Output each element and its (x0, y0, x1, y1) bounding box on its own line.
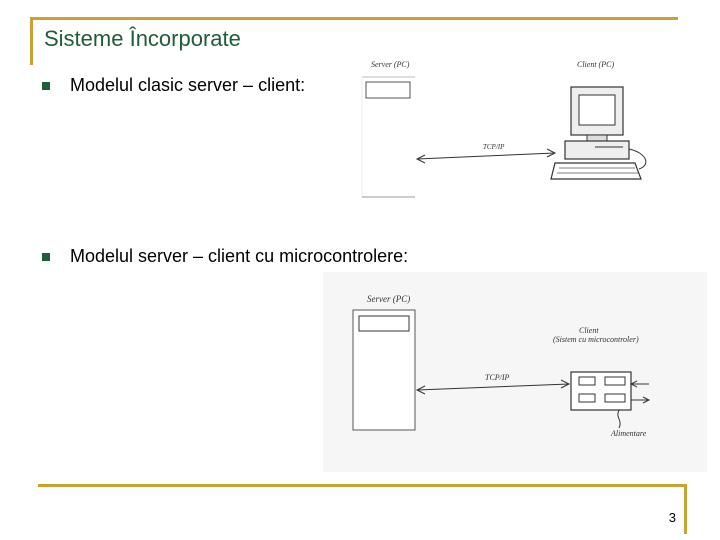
microcontroller-board-icon (570, 371, 651, 429)
server-tower-icon (361, 76, 415, 198)
server-label: Server (PC) (371, 60, 410, 69)
client-label: Client (PC) (577, 60, 614, 69)
slide-title: Sisteme Încorporate (44, 26, 241, 51)
link-label: TCP/IP (485, 373, 510, 382)
bullet-marker-1 (42, 82, 50, 90)
client-label: Client (579, 326, 599, 335)
bottom-rule (38, 484, 686, 487)
bullet-text-2: Modelul server – client cu microcontrole… (70, 246, 409, 266)
bullet-text-1: Modelul clasic server – client: (70, 75, 306, 95)
tcpip-link-arrow (415, 379, 571, 395)
classic-server-client-diagram: Server (PC) Client (PC) TCP/IP (355, 55, 665, 205)
bullet-marker-2 (42, 253, 50, 261)
desktop-computer-icon (550, 86, 647, 180)
right-rule (684, 484, 687, 534)
server-tower-icon (352, 309, 416, 431)
server-label: Server (PC) (367, 294, 410, 304)
power-label: Alimentare (610, 429, 647, 438)
client-sublabel: (Sistem cu microcontroler) (553, 335, 639, 344)
top-rule (30, 17, 678, 20)
left-rule (30, 17, 33, 65)
microcontroller-server-client-diagram: Server (PC) Client (Sistem cu microcontr… (323, 272, 707, 472)
tcpip-link-arrow (415, 148, 557, 164)
page-number: 3 (668, 510, 676, 525)
link-label: TCP/IP (483, 143, 505, 151)
